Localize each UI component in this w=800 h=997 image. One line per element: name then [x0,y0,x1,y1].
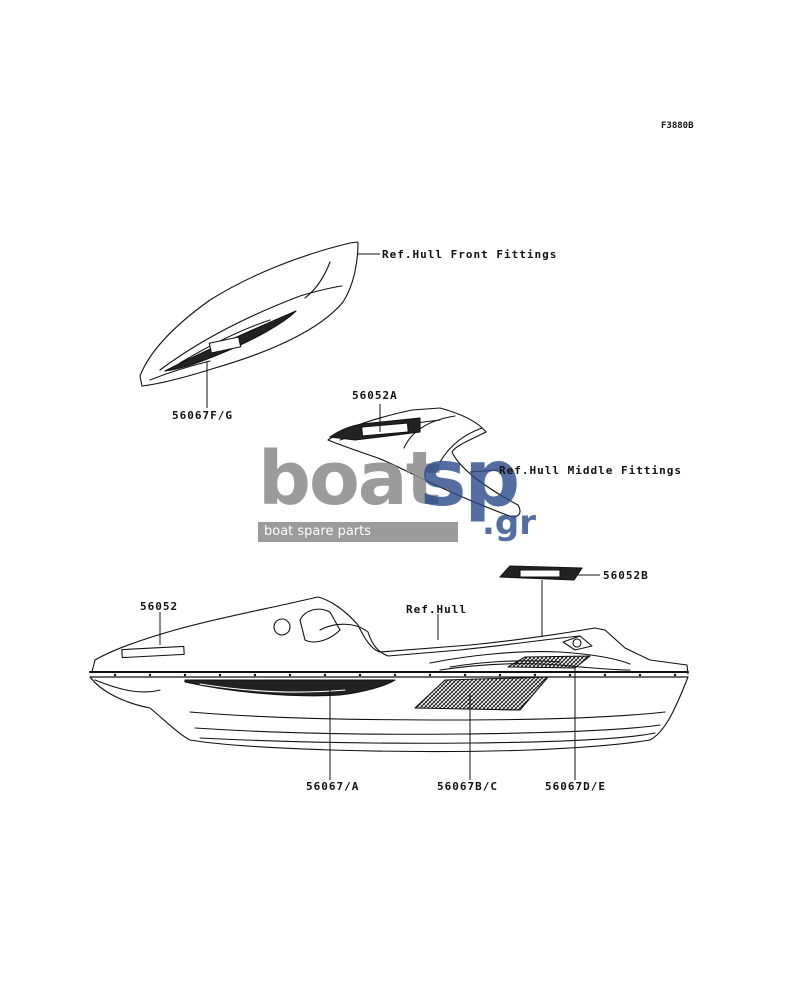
watermark-tagline-bar [258,522,458,542]
rear-decal-56052b [499,565,583,581]
bow-decal-56052 [121,645,185,659]
side-decal-56067a [184,679,396,697]
watermark-brand-right: sp [420,434,520,524]
label-56067bc: 56067B/C [437,780,498,793]
watermark-brand-left: boat [258,436,441,522]
label-56067de: 56067D/E [545,780,606,793]
main-hull [89,596,689,753]
middle-decal-56052a [329,417,421,441]
figure-code: F3880B [661,121,694,131]
grip-pad-56067de [439,655,631,671]
leader-lines [159,253,600,780]
hull-front-fitting [139,241,359,387]
label-ref-hull-middle-fittings: Ref.Hull Middle Fittings [499,464,682,477]
label-56067a: 56067/A [306,780,360,793]
grip-pad-56067bc [414,676,549,711]
label-ref-hull: Ref.Hull [406,603,467,616]
hull-middle-fitting [327,407,521,518]
label-56052b: 56052B [603,569,649,582]
label-ref-hull-front-fittings: Ref.Hull Front Fittings [382,248,558,261]
label-56067fg: 56067F/G [172,409,233,422]
label-56052a: 56052A [352,389,398,402]
front-decal-56067fg [164,310,297,372]
watermark-suffix: .gr [482,503,537,543]
label-56052: 56052 [140,600,179,613]
watermark-tagline: boat spare parts [264,524,372,539]
